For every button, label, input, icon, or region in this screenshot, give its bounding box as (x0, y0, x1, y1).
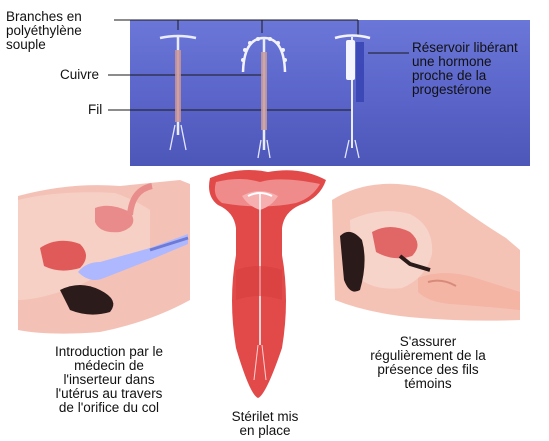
label-fil: Fil (88, 103, 102, 117)
caption-check: S'assurer régulièrement de la présence d… (338, 335, 518, 391)
label-branches: Branches en polyéthylène souple (6, 10, 82, 52)
iud-hormonal-t (335, 36, 370, 159)
check-illustration (332, 184, 520, 321)
caption-insertion: Introduction par le médecin de l'inserte… (28, 345, 190, 415)
label-cuivre: Cuivre (60, 68, 99, 82)
placed-illustration (209, 170, 326, 398)
caption-placed: Stérilet mis en place (210, 410, 320, 438)
iud-copper-t (160, 36, 196, 150)
iud-horseshoe (241, 37, 287, 158)
insertion-illustration (18, 180, 190, 334)
label-reservoir: Réservoir libérant une hormone proche de… (412, 41, 518, 97)
